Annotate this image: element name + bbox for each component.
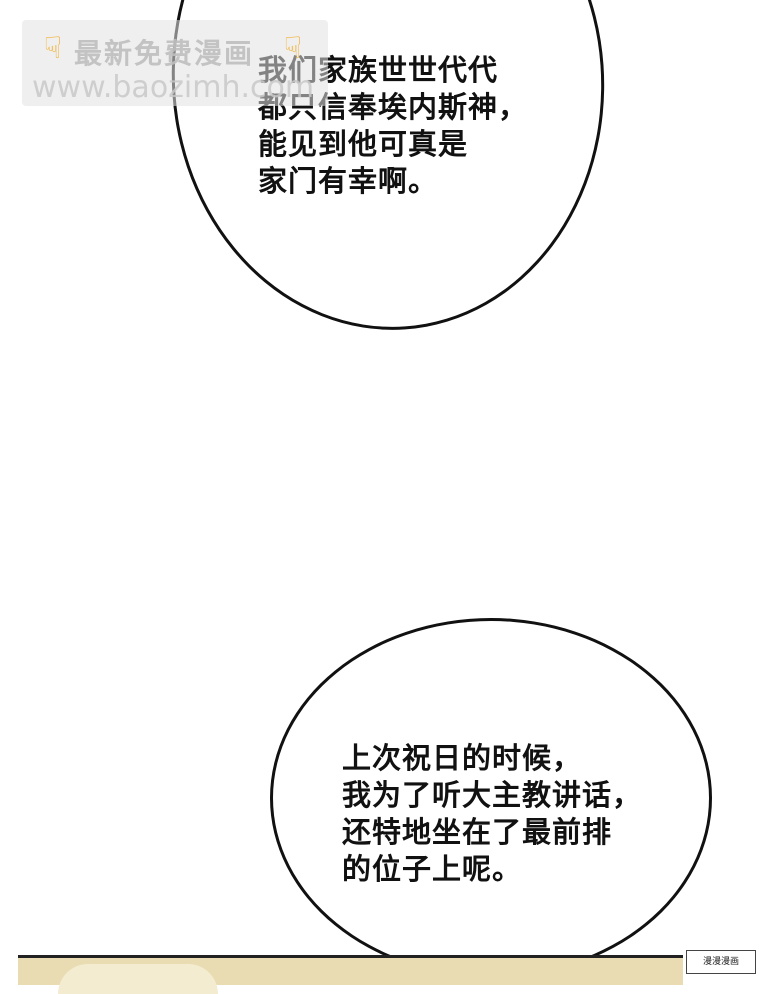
- corner-stamp: 漫漫漫画: [686, 950, 756, 974]
- watermark-url: www.baozimh.com: [32, 70, 315, 105]
- bubble-line: 还特地坐在了最前排: [342, 815, 613, 850]
- watermark: ☟ 最新免费漫画 ☟ www.baozimh.com: [22, 20, 328, 106]
- speech-bubble-bottom-text: 上次祝日的时候， 我为了听大主教讲话， 还特地坐在了最前排 的位子上呢。: [342, 740, 642, 888]
- bubble-line: 上次祝日的时候，: [342, 741, 583, 775]
- next-panel-artwork: [58, 964, 218, 994]
- bubble-line: 能见到他可真是: [258, 127, 469, 162]
- speech-bubble-bottom: [270, 618, 712, 978]
- pointing-down-hand-icon: ☟: [283, 31, 303, 66]
- speech-bubble-top-text: 我们家族世世代代 都只信奉埃内斯神， 能见到他可真是 家门有幸啊。: [258, 52, 528, 200]
- bubble-line: 家门有幸啊。: [258, 164, 439, 199]
- watermark-title: 最新免费漫画: [74, 37, 255, 70]
- bubble-line: 我为了听大主教讲话，: [342, 778, 643, 813]
- bubble-line: 的位子上呢。: [342, 852, 523, 887]
- pointing-down-hand-icon: ☟: [43, 31, 63, 66]
- next-panel-edge: [18, 955, 683, 994]
